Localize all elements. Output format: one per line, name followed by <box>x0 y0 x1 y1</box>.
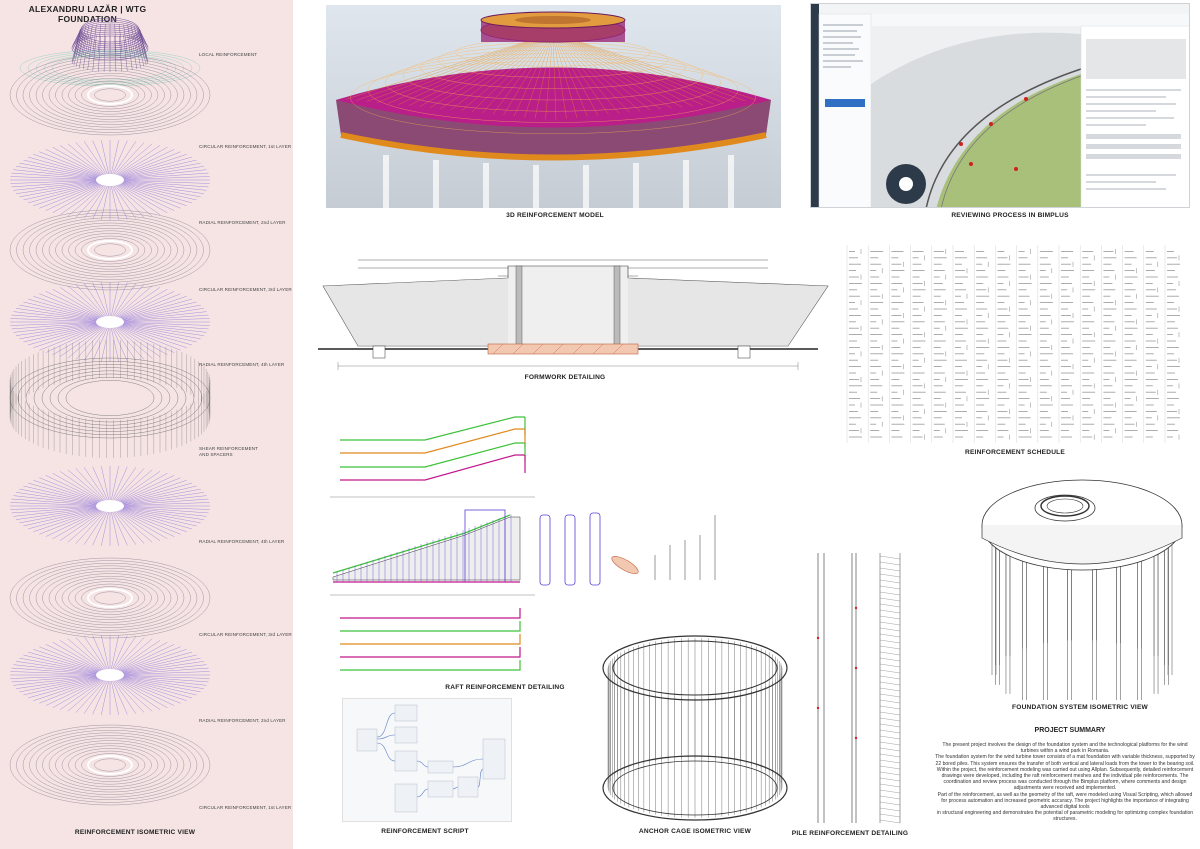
caption-raft: RAFT REINFORCEMENT DETAILING <box>445 684 565 691</box>
pile-detailing-drawing <box>790 548 910 828</box>
caption-anchor: ANCHOR CAGE ISOMETRIC VIEW <box>638 828 752 835</box>
model-3d-image <box>326 5 781 208</box>
summary-paragraph: in structural engineering and demonstrat… <box>936 810 1194 823</box>
summary-paragraph: Part of the reinforcement, as well as th… <box>937 791 1193 811</box>
caption-formwork: FORMWORK DETAILING <box>524 374 606 381</box>
layer-label-shear: SHEAR REINFORCEMENT AND SPACERS <box>199 446 259 457</box>
caption-schedule: REINFORCEMENT SCHEDULE <box>964 449 1065 456</box>
layer-label-circular-3b: CIRCULAR REINFORCEMENT, 3rd LAYER <box>199 632 292 637</box>
summary-paragraph: Within the project, the reinforcement mo… <box>936 766 1194 792</box>
author-title: ALEXANDRU LAZĂR | WTG FOUNDATION <box>28 4 147 24</box>
caption-bimplus: REVIEWING PROCESS IN BIMPLUS <box>951 212 1069 219</box>
caption-pile: PILE REINFORCEMENT DETAILING <box>791 830 909 837</box>
layer-label-circular-1b: CIRCULAR REINFORCEMENT, 1st LAYER <box>199 805 292 810</box>
caption-3d-model: 3D REINFORCEMENT MODEL <box>506 212 604 219</box>
layer-label-radial-2b: RADIAL REINFORCEMENT, 2nd LAYER <box>199 718 286 723</box>
layer-label-radial-4: RADIAL REINFORCEMENT, 4th LAYER <box>199 362 285 367</box>
layer-label-circular-3: CIRCULAR REINFORCEMENT, 3rd LAYER <box>199 287 292 292</box>
summary-body: The present project involves the design … <box>935 742 1195 823</box>
summary-paragraph: The foundation system for the wind turbi… <box>935 754 1195 767</box>
anchor-cage-iso <box>595 628 795 824</box>
caption-foundation-iso: FOUNDATION SYSTEM ISOMETRIC VIEW <box>1012 704 1148 711</box>
reinforcement-script <box>342 698 512 822</box>
raft-detailing-drawing <box>325 405 760 683</box>
isometric-panel: ALEXANDRU LAZĂR | WTG FOUNDATION LOCAL R… <box>0 0 293 849</box>
summary-paragraph: The present project involves the design … <box>942 742 1188 755</box>
bimplus-screenshot <box>810 3 1190 208</box>
reinforcement-schedule <box>843 245 1189 443</box>
formwork-drawing <box>298 248 833 373</box>
layer-label-circular-1: CIRCULAR REINFORCEMENT, 1st LAYER <box>199 144 292 149</box>
caption-script: REINFORCEMENT SCRIPT <box>381 828 469 835</box>
caption-isometric: REINFORCEMENT ISOMETRIC VIEW <box>74 829 196 836</box>
layer-label-local: LOCAL REINFORCEMENT <box>199 52 258 57</box>
summary-title: PROJECT SUMMARY <box>1034 727 1106 734</box>
foundation-system-iso <box>975 470 1190 700</box>
layer-label-radial-4b: RADIAL REINFORCEMENT, 4th LAYER <box>199 539 285 544</box>
reinforcement-isometric-drawing <box>9 17 211 806</box>
layer-label-radial-2: RADIAL REINFORCEMENT, 2nd LAYER <box>199 220 286 225</box>
